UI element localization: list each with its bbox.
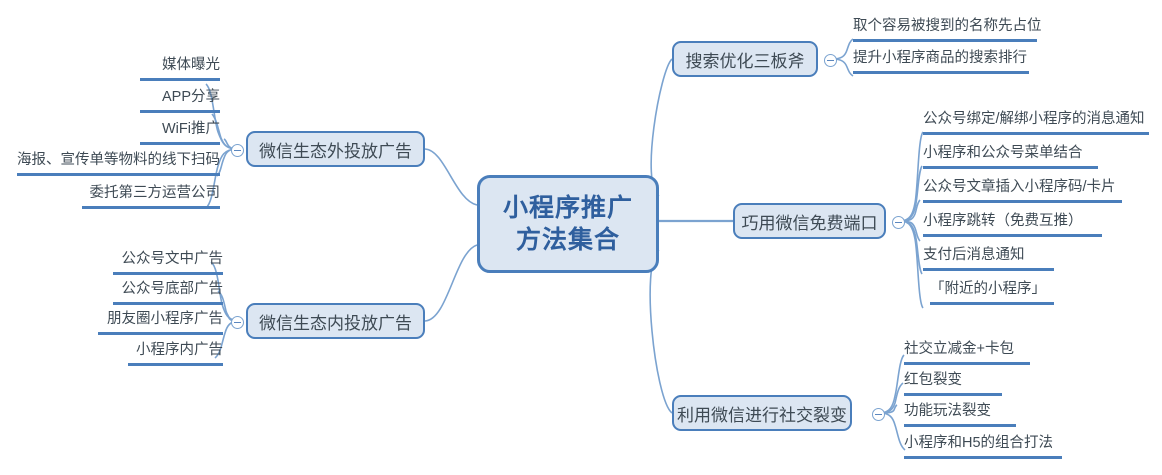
collapse-toggle-wechat-internal-ads[interactable] [231,316,244,329]
leaf-node[interactable]: 提升小程序商品的搜索排行 [853,50,1029,74]
leaf-node[interactable]: 功能玩法裂变 [904,403,1016,427]
leaf-node[interactable]: 委托第三方运营公司 [82,185,220,209]
leaf-node[interactable]: 社交立减金+卡包 [904,341,1030,365]
branch-label: 利用微信进行社交裂变 [677,405,847,425]
leaf-node[interactable]: APP分享 [140,89,220,113]
branch-label: 巧用微信免费端口 [741,213,878,233]
branch-node-search-optimization[interactable]: 搜索优化三板斧 [672,41,818,77]
leaf-node[interactable]: 取个容易被搜到的名称先占位 [853,18,1042,42]
branch-node-social-fission[interactable]: 利用微信进行社交裂变 [672,395,852,431]
leaf-node[interactable]: 海报、宣传单等物料的线下扫码 [17,152,220,176]
branch-node-wechat-internal-ads[interactable]: 微信生态内投放广告 [246,303,425,339]
collapse-toggle-social-fission[interactable] [872,408,885,421]
collapse-toggle-wechat-external-ads[interactable] [231,144,244,157]
leaf-node[interactable]: 公众号文章插入小程序码/卡片 [923,179,1122,203]
branch-label: 搜索优化三板斧 [685,51,805,71]
root-node[interactable]: 小程序推广 方法集合 [477,175,659,273]
leaf-node[interactable]: WiFi推广 [140,121,220,145]
leaf-node[interactable]: 公众号文中广告 [113,251,223,275]
root-label-line2: 方法集合 [515,226,620,254]
leaf-node[interactable]: 朋友圈小程序广告 [98,311,223,335]
leaf-node[interactable]: 小程序跳转（免费互推） [923,213,1102,237]
leaf-node[interactable]: 公众号底部广告 [113,281,223,305]
leaf-node[interactable]: 支付后消息通知 [923,247,1054,271]
leaf-node[interactable]: 小程序和公众号菜单结合 [923,145,1098,169]
leaf-node[interactable]: 小程序和H5的组合打法 [904,435,1062,459]
collapse-toggle-free-wechat-channels[interactable] [892,216,905,229]
branch-node-wechat-external-ads[interactable]: 微信生态外投放广告 [246,131,425,167]
collapse-toggle-search-optimization[interactable] [824,54,837,67]
leaf-node[interactable]: 公众号绑定/解绑小程序的消息通知 [923,111,1149,135]
branch-label: 微信生态外投放广告 [259,141,412,161]
leaf-node[interactable]: 小程序内广告 [128,342,223,366]
branch-node-free-wechat-channels[interactable]: 巧用微信免费端口 [733,203,886,239]
branch-label: 微信生态内投放广告 [259,313,412,333]
leaf-node[interactable]: 红包裂变 [904,372,1002,396]
leaf-node[interactable]: 「附近的小程序」 [930,281,1054,305]
root-label-line1: 小程序推广 [502,194,633,222]
leaf-node[interactable]: 媒体曝光 [140,57,220,81]
